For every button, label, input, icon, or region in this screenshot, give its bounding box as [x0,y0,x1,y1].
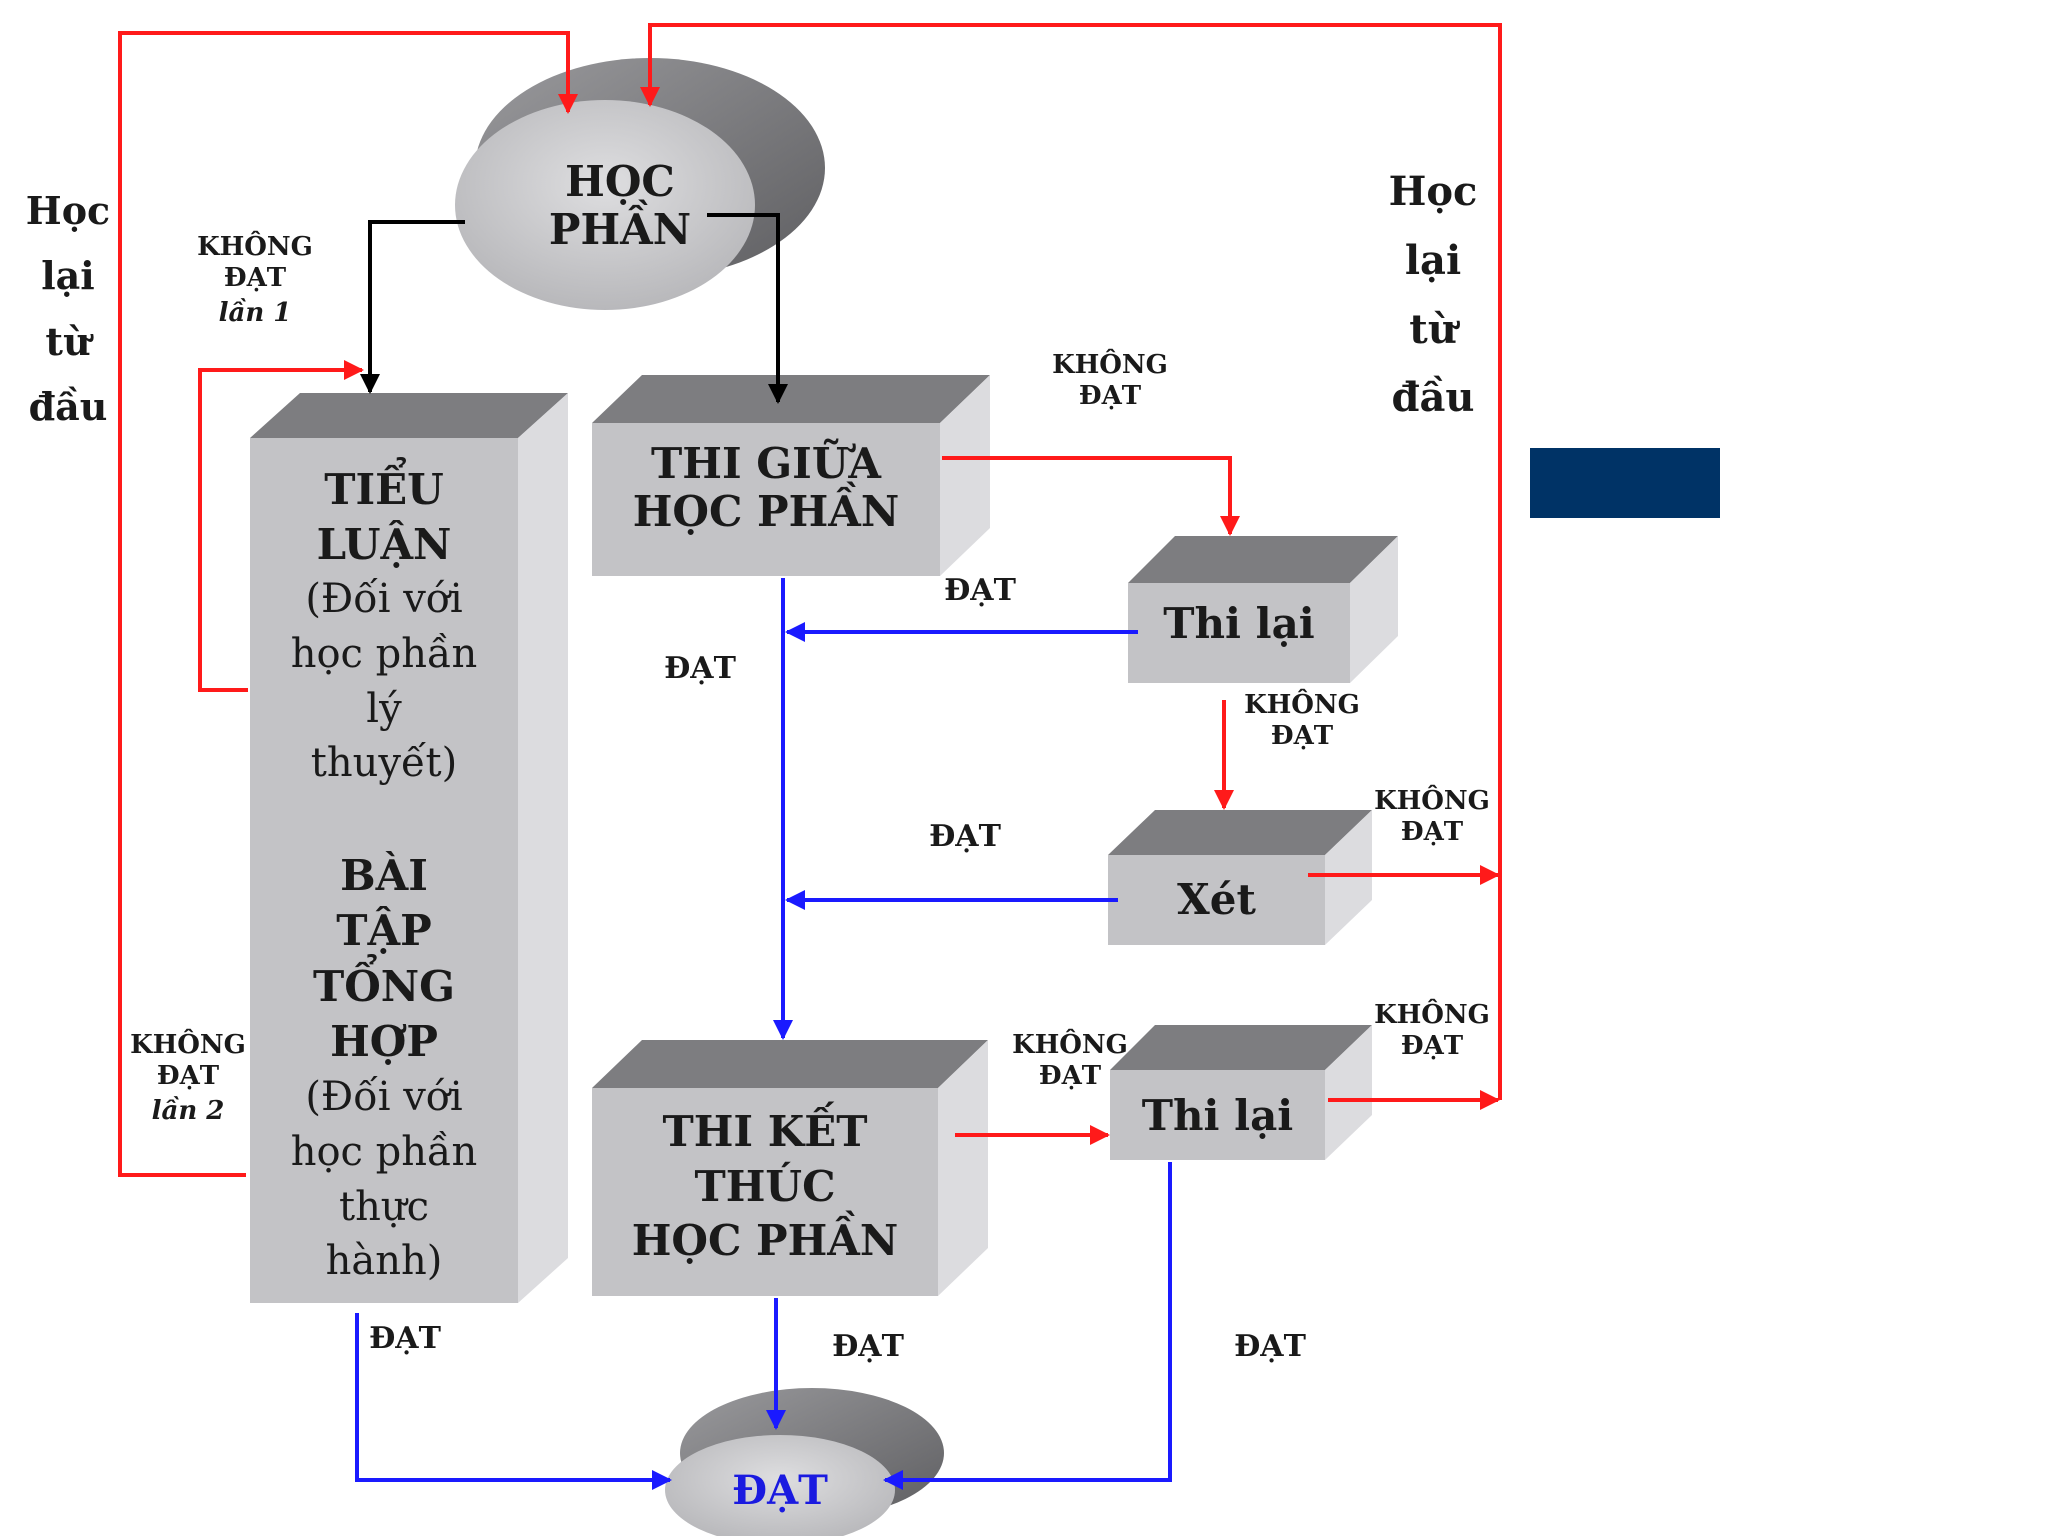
xet-label: Xét [1177,875,1256,924]
thi-ket-thuc-box [592,1040,988,1296]
thi-lai-2-label: Thi lại [1141,1091,1294,1140]
arrow-start-to-thi-giua [707,213,788,404]
thi-ket-thuc-label: THI KẾT THÚC HỌC PHẦN [631,1107,899,1266]
hoc-lai-right-label: Học lại từ đầu [1388,168,1478,422]
bai-tap-sub: (Đối với học phần thực hành) [290,1074,478,1285]
thi-lai-2-box [1110,1025,1372,1160]
khong-dat-thi-lai-2-label: KHÔNG ĐẠT [1374,1000,1490,1062]
dat-final-node [665,1388,944,1536]
khong-dat-xet-label: KHÔNG ĐẠT [1374,786,1490,848]
thi-lai-1-label: Thi lại [1163,599,1315,648]
dat-xet-label: ĐẠT [929,819,1001,854]
arrow-start-to-tieu-luan [360,220,465,394]
khong-dat-lan1-note: lần 1 [218,298,292,328]
hoc-phan-label: HỌC PHẦN [548,157,692,255]
khong-dat-thi-giua-label: KHÔNG ĐẠT [1052,350,1168,412]
thi-giua-label: THI GIỮA HỌC PHẦN [632,439,900,537]
navy-block [1530,448,1720,518]
dat-thi-lai-1-label: ĐẠT [944,573,1016,608]
dat-final-label: ĐẠT [732,1467,828,1514]
arrow-hoc-lai-right [640,23,1502,1100]
dat-thi-kt-label: ĐẠT [832,1329,904,1364]
tieu-luan-bai-tap-box [250,393,568,1303]
hoc-lai-left-label: Học lại từ đầu [25,188,111,430]
arrow-thi-giua-fail [942,456,1240,536]
dat-tieu-luan-label: ĐẠT [369,1321,441,1356]
arrow-khong-dat-lan1 [198,360,364,692]
thi-lai-1-box [1128,536,1398,683]
khong-dat-thi-lai-1-label: KHÔNG ĐẠT [1244,690,1360,752]
khong-dat-thi-kt-label: KHÔNG ĐẠT [1012,1030,1128,1092]
xet-box [1108,810,1372,945]
thi-giua-box [592,375,990,576]
bai-tap-title: BÀI TẬP TỔNG HỢP [312,851,456,1067]
arrow-hoc-lai-left [118,31,578,1177]
khong-dat-lan2-label: KHÔNG ĐẠT [130,1030,246,1092]
khong-dat-lan2-note: lần 2 [151,1096,225,1126]
arrow-thi-lai-2-pass [883,1162,1172,1490]
dat-thi-lai-2-label: ĐẠT [1234,1329,1306,1364]
khong-dat-lan1-label: KHÔNG ĐẠT [197,232,313,294]
dat-thi-giua-label: ĐẠT [664,651,736,686]
arrow-tieu-luan-pass [355,1313,672,1490]
tieu-luan-title: TIỂU LUẬN [316,465,452,569]
tieu-luan-sub: (Đối với học phần lý thuyết) [290,576,478,787]
